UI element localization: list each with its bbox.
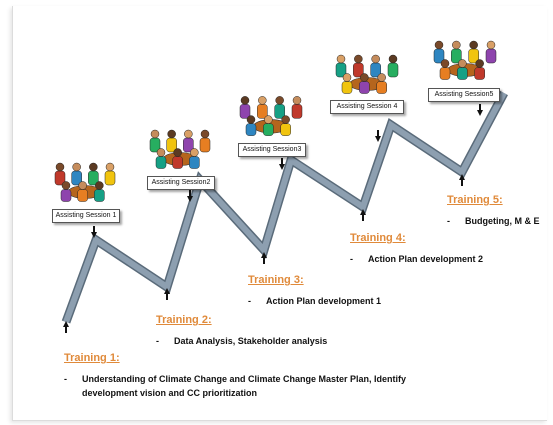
- training-item-5-line-1: Budgeting, M & E: [465, 216, 540, 226]
- arrow-up-icon: [63, 321, 69, 333]
- training-title-5: Training 5:: [447, 194, 503, 206]
- training-item-1: - Understanding of Climate Change and Cli…: [64, 372, 406, 400]
- arrow-down-icon: [187, 190, 193, 202]
- training-title-4: Training 4:: [350, 232, 406, 244]
- arrow-up-icon: [261, 252, 267, 264]
- session-label-4: Assisting Session 4: [330, 100, 404, 114]
- slide-frame: [12, 6, 547, 421]
- arrow-down-icon: [91, 226, 97, 238]
- training-item-1-line-2: development vision and CC prioritization: [82, 388, 258, 398]
- training-item-4: - Action Plan development 2: [350, 252, 483, 266]
- bullet-dash: -: [350, 254, 353, 264]
- arrow-up-icon: [459, 174, 465, 186]
- training-item-3-line-1: Action Plan development 1: [266, 296, 382, 306]
- bullet-dash: -: [447, 216, 450, 226]
- people-group-icon: [149, 129, 211, 169]
- people-group-icon: [335, 54, 399, 94]
- bullet-dash: -: [64, 374, 67, 384]
- training-title-1: Training 1:: [64, 352, 120, 364]
- training-title-2: Training 2:: [156, 314, 212, 326]
- training-item-2-line-1: Data Analysis, Stakeholder analysis: [174, 336, 328, 346]
- session-label-3: Assisting Session3: [238, 143, 306, 157]
- people-group-icon: [239, 96, 303, 136]
- people-group-icon: [54, 162, 116, 202]
- arrow-up-icon: [360, 209, 366, 221]
- training-title-3: Training 3:: [248, 274, 304, 286]
- training-item-4-line-1: Action Plan development 2: [368, 254, 484, 264]
- session-label-1: Assisting Session 1: [52, 209, 120, 223]
- zigzag-path: [63, 91, 507, 324]
- arrow-down-icon: [279, 158, 285, 170]
- training-item-3: - Action Plan development 1: [248, 294, 381, 308]
- bullet-dash: -: [248, 296, 251, 306]
- training-item-2: - Data Analysis, Stakeholder analysis: [156, 334, 327, 348]
- arrow-up-icon: [164, 288, 170, 300]
- training-item-1-line-1: Understanding of Climate Change and Clim…: [82, 374, 407, 384]
- bullet-dash: -: [156, 336, 159, 346]
- arrow-down-icon: [375, 130, 381, 142]
- training-item-5: - Budgeting, M & E: [447, 214, 540, 228]
- arrow-down-icon: [477, 104, 483, 116]
- people-group-icon: [433, 40, 497, 80]
- session-label-2: Assisting Session2: [147, 176, 215, 190]
- session-label-5: Assisting Session5: [428, 88, 500, 102]
